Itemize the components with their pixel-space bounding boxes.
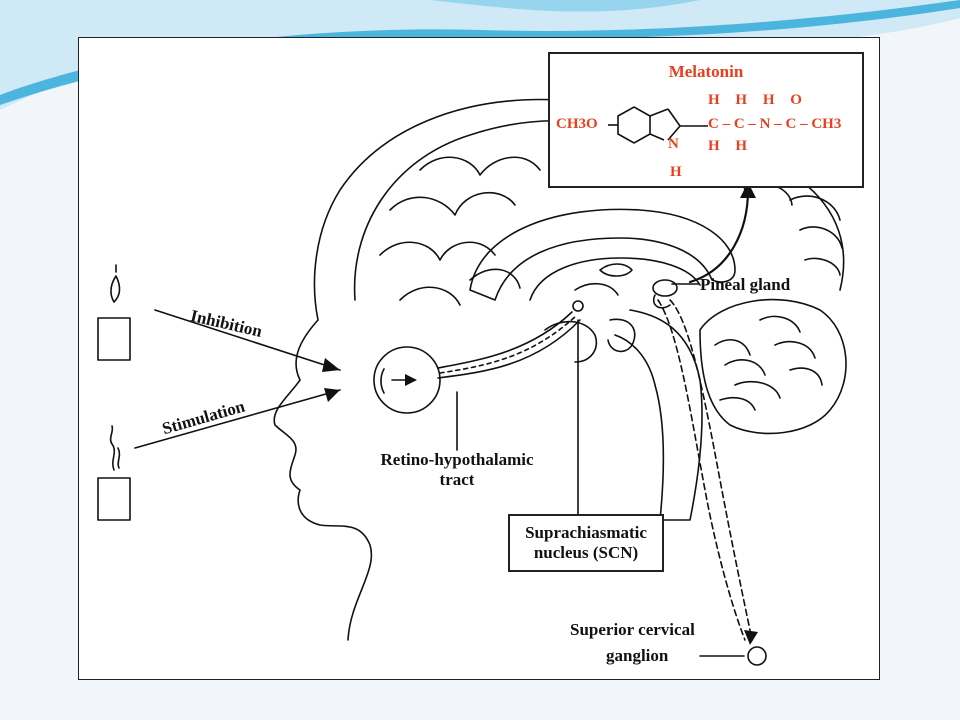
brainstem bbox=[614, 309, 703, 521]
chain-top-atoms: H H H O bbox=[708, 92, 808, 108]
pineal-gland-label: Pineal gland bbox=[700, 275, 791, 294]
superior-cervical-ganglion bbox=[747, 646, 767, 666]
curved-arrow-icon bbox=[688, 188, 750, 284]
superior-cervical-label: Superior cervical bbox=[570, 620, 695, 639]
head-profile bbox=[273, 98, 561, 641]
chain-backbone: C – C – N – C – CH3 bbox=[708, 116, 842, 132]
chain-bottom-atoms: H H bbox=[708, 138, 754, 154]
lit-candle-icon bbox=[97, 264, 131, 361]
ring-hydrogen: H bbox=[670, 164, 682, 180]
ganglion-label: ganglion bbox=[606, 646, 669, 665]
cerebellum bbox=[699, 298, 847, 435]
corpus-callosum bbox=[469, 208, 736, 301]
scn-line2: nucleus (SCN) bbox=[533, 543, 639, 562]
extinguished-candle-icon bbox=[97, 425, 131, 521]
scn-label-box: Suprachiasmatic nucleus (SCN) bbox=[508, 514, 664, 572]
rht-line2: tract bbox=[439, 470, 475, 489]
eye-icon bbox=[373, 346, 441, 414]
ring-nitrogen: N bbox=[668, 136, 679, 152]
methoxy-group: CH3O bbox=[556, 116, 598, 132]
rht-line1: Retino-hypothalamic bbox=[380, 450, 534, 469]
melatonin-title: Melatonin bbox=[668, 62, 744, 81]
scn-line1: Suprachiasmatic bbox=[525, 523, 647, 542]
pineal-gland bbox=[652, 279, 678, 297]
melatonin-structure-box: Melatonin CH3O N H H H H O C – C – N – C… bbox=[548, 52, 864, 188]
indole-ring-icon bbox=[608, 106, 708, 144]
retino-hypothalamic-tract-label: Retino-hypothalamic tract bbox=[352, 450, 562, 490]
top-swoosh-accent bbox=[0, 0, 960, 105]
